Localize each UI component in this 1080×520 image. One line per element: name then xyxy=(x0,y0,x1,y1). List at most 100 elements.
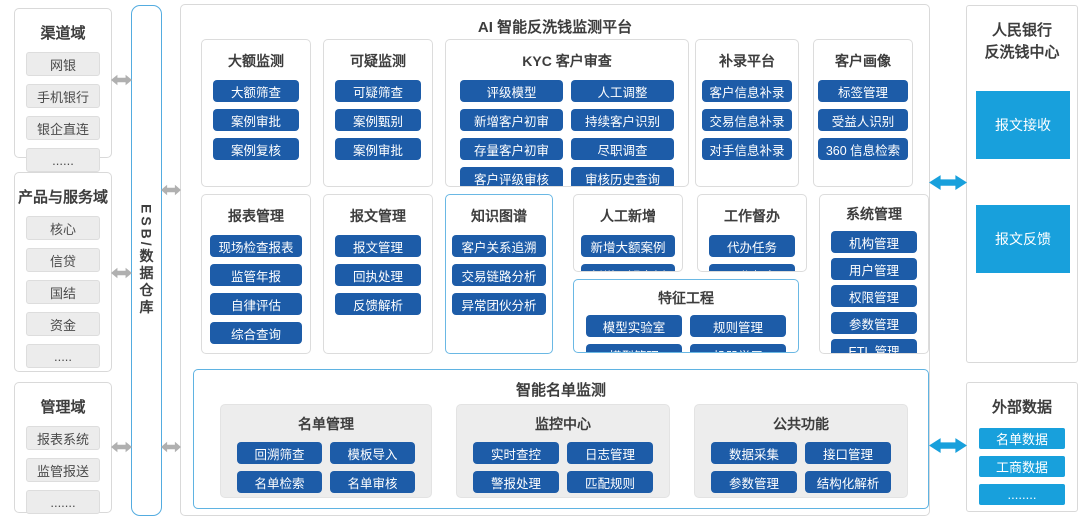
module-button: 自律评估 xyxy=(210,293,302,315)
double-arrow-icon xyxy=(161,184,181,196)
system-item: 网银 xyxy=(26,52,100,76)
module-button: 综合查询 xyxy=(210,322,302,344)
double-arrow-icon xyxy=(929,437,967,454)
module-button: 可疑筛查 xyxy=(335,80,421,102)
module-button: 用户管理 xyxy=(831,258,917,280)
data-item: 工商数据 xyxy=(979,456,1065,477)
panel-channel-domain: 渠道域 网银 手机银行 银企直连 ...... xyxy=(14,8,112,172)
system-item-more: ...... xyxy=(26,148,100,172)
group-list-management: 名单管理 回溯筛查 模板导入 名单检索 名单审核 xyxy=(220,404,432,498)
module-button: 结构化解析 xyxy=(805,471,891,493)
esb-data-warehouse-bar: ESB/数据仓库 xyxy=(131,5,162,516)
group-title: 名单管理 xyxy=(298,416,354,432)
module-button: 参数管理 xyxy=(711,471,797,493)
module-button: 工作督办 xyxy=(709,264,795,271)
module-button: 客户信息补录 xyxy=(702,80,792,102)
module-button: 规则管理 xyxy=(690,315,786,337)
module-button: 案例甄别 xyxy=(335,109,421,131)
section-large-amount-monitoring: 大额监测 大额筛查 案例审批 案例复核 xyxy=(201,39,311,187)
module-button: 现场检查报表 xyxy=(210,235,302,257)
section-knowledge-graph: 知识图谱 客户关系追溯 交易链路分析 异常团伙分析 xyxy=(445,194,553,354)
double-arrow-icon xyxy=(161,441,181,453)
system-item: 国结 xyxy=(26,280,100,304)
module-button: 模型管理 xyxy=(586,344,682,352)
section-title: 人工新增 xyxy=(600,208,656,224)
group-title: 公共功能 xyxy=(773,416,829,432)
module-button: 受益人识别 xyxy=(818,109,908,131)
system-item: 报表系统 xyxy=(26,426,100,450)
panel-title: 渠道域 xyxy=(40,25,86,42)
system-item: 银企直连 xyxy=(26,116,100,140)
section-list-monitoring: 智能名单监测 名单管理 回溯筛查 模板导入 名单检索 名单审核 监控中心 实时查… xyxy=(193,369,929,509)
module-button: 交易信息补录 xyxy=(702,109,792,131)
section-kyc-review: KYC 客户审查 评级模型 人工调整 新增客户初审 持续客户识别 存量客户初审 … xyxy=(445,39,689,187)
section-work-supervision: 工作督办 代办任务 工作督办 xyxy=(697,194,807,272)
module-button: 交易链路分析 xyxy=(452,264,546,286)
module-button: 标签管理 xyxy=(818,80,908,102)
module-button: 360 信息检索 xyxy=(818,138,908,160)
module-button: 审核历史查询 xyxy=(571,167,674,186)
system-item: 监管报送 xyxy=(26,458,100,482)
section-title: 客户画像 xyxy=(835,53,891,69)
panel-title: 外部数据 xyxy=(991,399,1052,416)
module-button: 数据采集 xyxy=(711,442,797,464)
module-button: 存量客户初审 xyxy=(460,138,563,160)
message-receive-box: 报文接收 xyxy=(976,91,1070,159)
section-suspicious-monitoring: 可疑监测 可疑筛查 案例甄别 案例审批 xyxy=(323,39,433,187)
section-customer-profile: 客户画像 标签管理 受益人识别 360 信息检索 xyxy=(813,39,913,187)
data-item-more: ........ xyxy=(979,484,1065,505)
module-button: 新增大额案例 xyxy=(581,235,675,257)
group-monitoring-center: 监控中心 实时查控 日志管理 警报处理 匹配规则 xyxy=(456,404,670,498)
double-arrow-icon xyxy=(111,441,132,453)
ai-aml-platform-box: AI 智能反洗钱监测平台 大额监测 大额筛查 案例审批 案例复核 可疑监测 可疑… xyxy=(180,4,930,516)
module-button: 客户关系追溯 xyxy=(452,235,546,257)
module-button: ETL 管理 xyxy=(831,339,917,353)
section-title: KYC 客户审查 xyxy=(522,53,612,69)
module-button: 模板导入 xyxy=(330,442,415,464)
section-report-management: 报表管理 现场检查报表 监管年报 自律评估 综合查询 xyxy=(201,194,311,354)
module-button: 机器学习 xyxy=(690,344,786,352)
module-button: 实时查控 xyxy=(473,442,559,464)
double-arrow-icon xyxy=(111,74,132,86)
section-system-management: 系统管理 机构管理 用户管理 权限管理 参数管理 ETL 管理 xyxy=(819,194,929,354)
module-button: 对手信息补录 xyxy=(702,138,792,160)
section-title: 工作督办 xyxy=(724,208,780,224)
panel-pboc-aml-center: 人民银行 反洗钱中心 报文接收 报文反馈 xyxy=(966,5,1078,363)
module-button: 持续客户识别 xyxy=(571,109,674,131)
module-button: 人工调整 xyxy=(571,80,674,102)
system-item-more: ..... xyxy=(26,344,100,368)
module-button: 回执处理 xyxy=(335,264,421,286)
module-button: 回溯筛查 xyxy=(237,442,322,464)
module-button: 日志管理 xyxy=(567,442,653,464)
panel-management-domain: 管理域 报表系统 监管报送 ....... xyxy=(14,382,112,514)
panel-title: 产品与服务域 xyxy=(17,189,108,206)
module-button: 案例审批 xyxy=(213,109,299,131)
module-button: 报文管理 xyxy=(335,235,421,257)
panel-title-line1: 人民银行 xyxy=(991,22,1052,39)
system-item-more: ....... xyxy=(26,490,100,514)
section-title: 大额监测 xyxy=(228,53,284,69)
module-button: 模型实验室 xyxy=(586,315,682,337)
panel-external-data: 外部数据 名单数据 工商数据 ........ xyxy=(966,382,1078,512)
module-button: 尽职调查 xyxy=(571,138,674,160)
section-title: 补录平台 xyxy=(719,53,775,69)
message-feedback-box: 报文反馈 xyxy=(976,205,1070,273)
system-item: 手机银行 xyxy=(26,84,100,108)
module-button: 评级模型 xyxy=(460,80,563,102)
section-title: 报表管理 xyxy=(228,208,284,224)
panel-title: 管理域 xyxy=(40,399,86,416)
module-button: 案例复核 xyxy=(213,138,299,160)
module-button: 机构管理 xyxy=(831,231,917,253)
section-title: 智能名单监测 xyxy=(515,382,606,399)
double-arrow-icon xyxy=(111,267,132,279)
module-button: 接口管理 xyxy=(805,442,891,464)
system-item: 核心 xyxy=(26,216,100,240)
system-item: 资金 xyxy=(26,312,100,336)
system-item: 信贷 xyxy=(26,248,100,272)
section-feature-engineering: 特征工程 模型实验室 规则管理 模型管理 机器学习 xyxy=(573,279,799,353)
group-title: 监控中心 xyxy=(535,416,591,432)
module-button: 监管年报 xyxy=(210,264,302,286)
section-title: 系统管理 xyxy=(846,206,902,222)
section-message-management: 报文管理 报文管理 回执处理 反馈解析 xyxy=(323,194,433,354)
